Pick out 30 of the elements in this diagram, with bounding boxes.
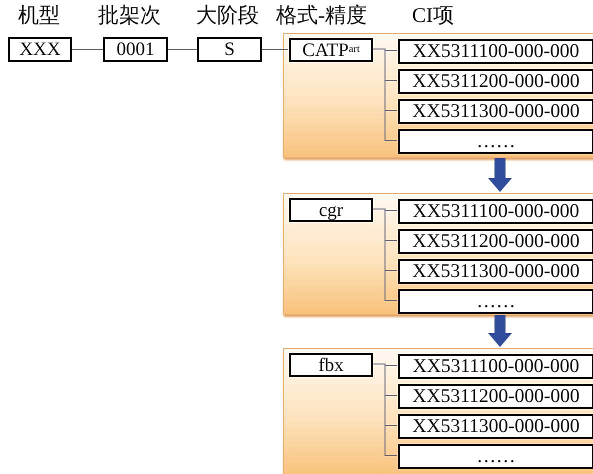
ci-item-box: XX5311100-000-000 xyxy=(398,354,593,379)
ci-item-box: XX5311300-000-000 xyxy=(398,414,593,439)
ci-item-box: XX5311100-000-000 xyxy=(398,199,593,224)
column-heading: 大阶段 xyxy=(196,5,259,26)
block-arrow xyxy=(488,158,512,192)
column-heading: 批架次 xyxy=(98,5,161,26)
column-heading: CI项 xyxy=(412,5,454,26)
column-heading: 机型 xyxy=(18,5,60,26)
connector-line xyxy=(72,49,104,50)
connector-line xyxy=(262,49,288,50)
code-box: 0001 xyxy=(103,37,168,62)
ci-item-box: XX5311200-000-000 xyxy=(398,69,593,94)
format-box: fbx xyxy=(289,353,373,377)
panel xyxy=(283,33,593,158)
format-box: cgr xyxy=(289,198,373,222)
ci-item-box: XX5311100-000-000 xyxy=(398,39,593,64)
ci-item-box: XX5311300-000-000 xyxy=(398,259,593,284)
panel xyxy=(283,348,593,474)
ci-item-box: XX5311200-000-000 xyxy=(398,229,593,254)
ci-item-box: XX5311300-000-000 xyxy=(398,99,593,124)
panel xyxy=(283,193,593,315)
block-arrow xyxy=(488,315,512,347)
ci-item-box: …… xyxy=(398,444,593,469)
ci-item-box: …… xyxy=(398,129,593,154)
ci-item-box: XX5311200-000-000 xyxy=(398,384,593,409)
column-heading: 格式-精度 xyxy=(276,5,367,26)
code-box: S xyxy=(197,37,262,62)
ci-item-box: …… xyxy=(398,289,593,314)
code-box: XXX xyxy=(8,37,72,62)
connector-line xyxy=(168,49,198,50)
